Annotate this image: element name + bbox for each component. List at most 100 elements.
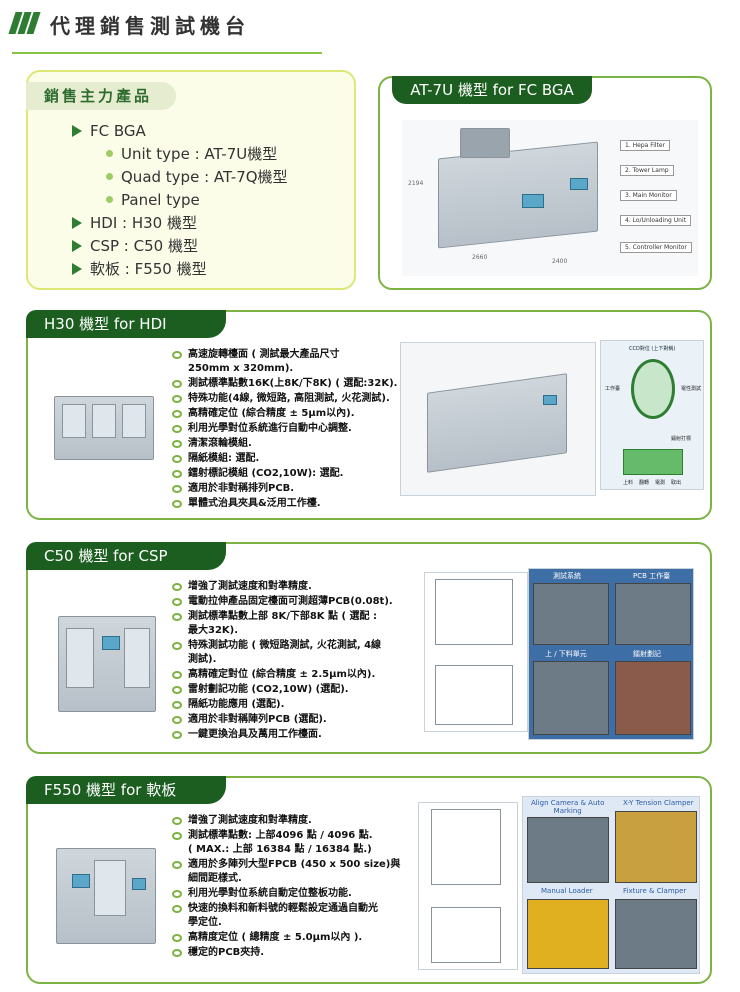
f550-feature-item: 利用光學對位系統自動定位整板功能. [172,887,402,901]
h30-diagram-step-3: 電測 [655,480,666,486]
at7u-label-1: 1. Hepa Filter [620,140,671,151]
sales-item-text: HDI : H30 機型 [90,214,197,232]
h30-feature-list: 高速旋轉檯面 ( 測試最大產品尺寸 250mm x 320mm).測試標準點數1… [172,348,402,512]
at7u-label-2: 2. Tower Lamp [620,165,674,176]
sales-item: Unit type : AT-7U機型 [72,143,288,166]
c50-photo-label-2: PCB 工作臺 [633,572,671,580]
f550-feature-text: 高精度定位 ( 總精度 ± 5.0μm以內 ). [188,932,363,943]
c50-feature-item: 高精確定對位 (綜合精度 ± 2.5μm以內). [172,668,422,682]
at7u-dim-height: 2194 [408,180,424,187]
c50-drawing [424,572,528,732]
f550-feature-item: 快速的換料和新料號的輕鬆設定通過自動光 學定位. [172,902,402,930]
h30-feature-text: 測試標準點數16K(上8K/下8K) ( 選配:32K). [188,378,398,389]
f550-feature-text: 快速的換料和新料號的輕鬆設定通過自動光 學定位. [188,903,378,928]
c50-feature-text: 隔紙功能應用 (選配). [188,699,285,710]
h30-feature-text: 適用於非對稱排列PCB. [188,483,295,494]
f550-feature-item: 穩定的PCB夾持. [172,946,402,960]
h30-panel: H30 機型 for HDI 高速旋轉檯面 ( 測試最大產品尺寸 250mm x… [26,310,712,520]
circle-bullet-icon [172,583,182,591]
h30-feature-text: 清潔滾輪模組. [188,438,252,449]
sales-item-text: 軟板 : F550 機型 [90,260,207,278]
h30-feature-item: 單體式治具夾具&泛用工作檯. [172,497,402,511]
at7u-dim-depth: 2400 [552,258,568,265]
c50-feature-text: 電動拉伸產品固定檯面可測超薄PCB(0.08t). [188,596,393,607]
h30-feature-text: 單體式治具夾具&泛用工作檯. [188,498,321,509]
circle-bullet-icon [172,440,182,448]
h30-diagram-step-4: 取出 [671,480,682,486]
h30-feature-item: 特殊功能(4線, 微短路, 高阻測試, 火花測試). [172,392,402,406]
triangle-bullet-icon [72,263,82,275]
f550-feature-text: 增強了測試速度和對準精度. [188,815,312,826]
f550-machine-photo [48,834,162,954]
dot-bullet-icon [106,150,113,157]
c50-photo-grid: 測試系統 PCB 工作臺 上 / 下料單元 鐳射劃記 [528,568,694,740]
at7u-label-3: 3. Main Monitor [620,190,677,201]
h30-process-diagram: CCD對位 (上下對稱) 工作臺 電性測試 鐳射打標 上料 翻轉 電測 取出 [600,340,704,490]
circle-bullet-icon [172,686,182,694]
dot-bullet-icon [106,196,113,203]
h30-layout-render [400,342,596,496]
h30-machine-photo [48,382,160,472]
f550-feature-text: 利用光學對位系統自動定位整板功能. [188,888,352,899]
h30-diagram-label-test: 電性測試 [681,386,702,392]
h30-feature-item: 利用光學對位系統進行自動中心調整. [172,422,402,436]
dot-bullet-icon [106,173,113,180]
page-header: 代理銷售測試機台 [8,8,342,56]
h30-feature-item: 鐳射標記模組 (CO2,10W): 選配. [172,467,402,481]
at7u-dim-width: 2660 [472,254,488,261]
at7u-title: AT-7U 機型 for FC BGA [392,76,592,104]
h30-feature-item: 適用於非對稱排列PCB. [172,482,402,496]
at7u-label-5: 5. Controller Monitor [620,242,692,253]
c50-feature-text: 高精確定對位 (綜合精度 ± 2.5μm以內). [188,669,376,680]
c50-feature-item: 適用於非對稱陣列PCB (選配). [172,713,422,727]
f550-feature-item: 高精度定位 ( 總精度 ± 5.0μm以內 ). [172,931,402,945]
circle-bullet-icon [172,613,182,621]
h30-feature-item: 測試標準點數16K(上8K/下8K) ( 選配:32K). [172,377,402,391]
c50-feature-text: 增強了測試速度和對準精度. [188,581,312,592]
circle-bullet-icon [172,455,182,463]
f550-feature-item: 適用於多陣列大型FPCB (450 x 500 size)與 細間距樣式. [172,858,402,886]
header-divider [12,40,322,54]
f550-photo-grid: Align Camera & Auto Marking X-Y Tension … [522,796,700,974]
c50-feature-item: 電動拉伸產品固定檯面可測超薄PCB(0.08t). [172,595,422,609]
c50-feature-text: 適用於非對稱陣列PCB (選配). [188,714,327,725]
circle-bullet-icon [172,905,182,913]
page-title: 代理銷售測試機台 [50,14,250,38]
h30-feature-item: 隔紙模組: 選配. [172,452,402,466]
h30-diagram-step-1: 上料 [623,480,634,486]
c50-photo-label-4: 鐳射劃記 [633,650,661,658]
sales-item-text: CSP : C50 機型 [90,237,198,255]
h30-title: H30 機型 for HDI [26,310,226,338]
f550-feature-text: 適用於多陣列大型FPCB (450 x 500 size)與 細間距樣式. [188,859,401,884]
f550-feature-list: 增強了測試速度和對準精度.測試標準點數: 上部4096 點 / 4096 點. … [172,814,402,961]
at7u-machine-diagram: 1. Hepa Filter 2. Tower Lamp 3. Main Mon… [402,120,698,276]
c50-feature-item: 增強了測試速度和對準精度. [172,580,422,594]
circle-bullet-icon [172,701,182,709]
c50-feature-item: 一鍵更換治具及萬用工作檯面. [172,728,422,742]
c50-feature-item: 特殊測試功能 ( 微短路測試, 火花測試, 4線 測試). [172,639,422,667]
h30-diagram-label-workbench: 工作臺 [605,386,621,392]
f550-photo-label-1: Align Camera & Auto Marking [531,799,605,815]
h30-feature-text: 隔紙模組: 選配. [188,453,260,464]
f550-drawing [418,802,518,970]
sales-item: Quad type : AT-7Q機型 [72,166,288,189]
sales-products-title: 銷售主力產品 [26,82,176,110]
c50-feature-text: 特殊測試功能 ( 微短路測試, 火花測試, 4線 測試). [188,640,382,665]
circle-bullet-icon [172,949,182,957]
circle-bullet-icon [172,817,182,825]
at7u-label-4: 4. Lo/Unloading Unit [620,215,691,226]
c50-feature-text: 一鍵更換治具及萬用工作檯面. [188,729,322,740]
sales-item: Panel type [72,189,288,212]
c50-photo-label-3: 上 / 下料單元 [545,650,587,658]
h30-feature-text: 利用光學對位系統進行自動中心調整. [188,423,352,434]
c50-feature-item: 雷射劃記功能 (CO2,10W) (選配). [172,683,422,697]
circle-bullet-icon [172,500,182,508]
h30-feature-item: 清潔滾輪模組. [172,437,402,451]
sales-item: FC BGA [72,120,288,143]
f550-photo-label-2: X-Y Tension Clamper [623,799,694,807]
triangle-bullet-icon [72,240,82,252]
circle-bullet-icon [172,642,182,650]
circle-bullet-icon [172,470,182,478]
circle-bullet-icon [172,425,182,433]
